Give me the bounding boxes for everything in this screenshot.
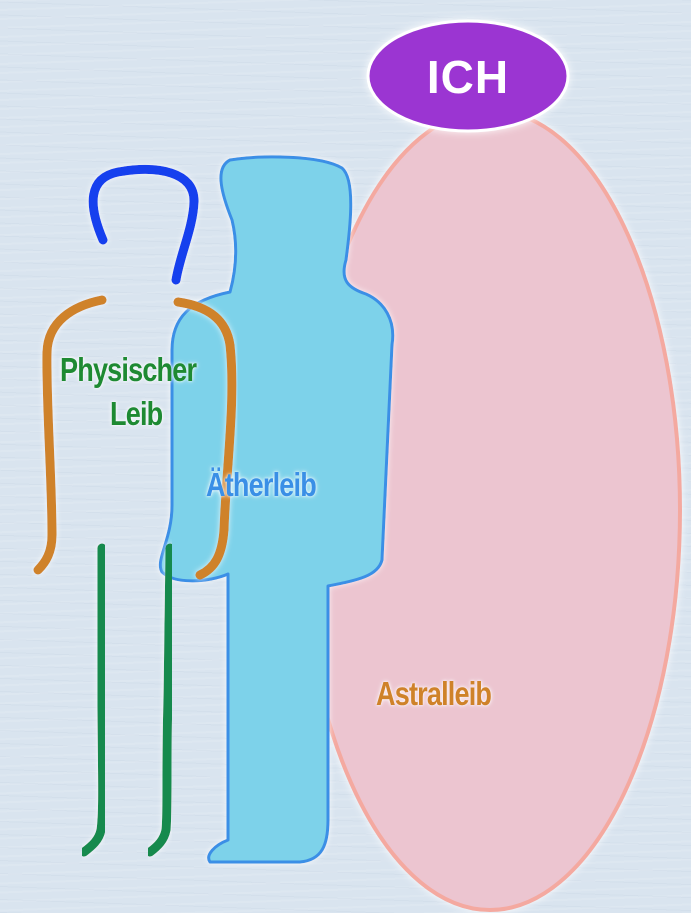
physical-right-leg xyxy=(150,548,170,852)
physischer-leib-label-line1: Physischer xyxy=(60,352,196,388)
ich-label: ICH xyxy=(368,22,568,132)
physischer-leib-label-line2: Leib xyxy=(110,396,162,432)
physical-head-outline xyxy=(93,170,194,280)
astralleib-label: Astralleib xyxy=(376,676,491,712)
aetherleib-label: Ätherleib xyxy=(206,467,316,503)
physical-left-leg xyxy=(84,548,103,852)
physical-left-arm xyxy=(38,300,102,570)
